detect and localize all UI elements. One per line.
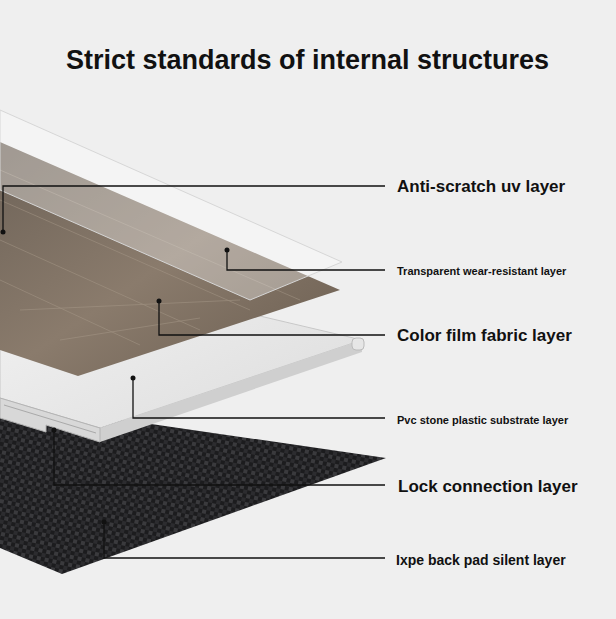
leader-dots [1, 230, 230, 525]
layer-label: Anti-scratch uv layer [397, 177, 565, 197]
leader-lines [3, 186, 385, 558]
transparent-film [0, 110, 342, 300]
lock-groove [4, 405, 96, 433]
layer-label: Transparent wear-resistant layer [397, 265, 566, 277]
lock-tongue [352, 338, 364, 350]
layer-label: Color film fabric layer [397, 326, 572, 346]
layer-label: Pvc stone plastic substrate layer [397, 414, 568, 426]
layer-label: Lock connection layer [398, 477, 578, 497]
layer-label: Ixpe back pad silent layer [396, 552, 566, 568]
title: Strict standards of internal structures [66, 45, 549, 76]
lock-profile [0, 398, 100, 442]
